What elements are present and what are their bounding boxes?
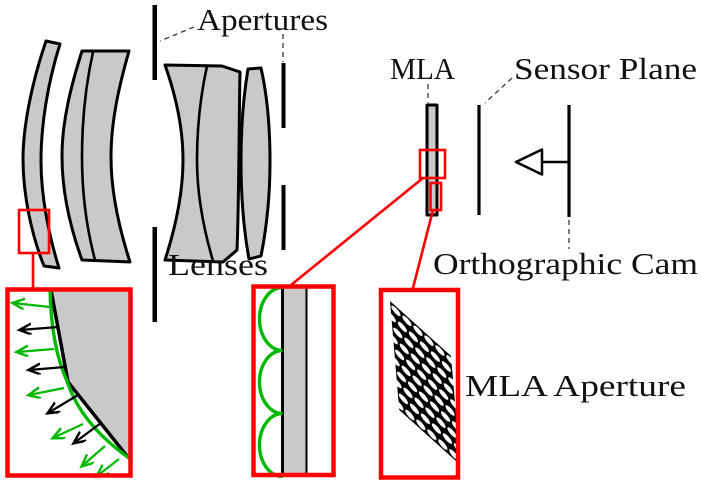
smooth-normal-arrow	[17, 349, 55, 352]
aperture-left-top-blade	[152, 5, 157, 80]
polygon-normal-arrow	[48, 394, 79, 413]
polygon-normal-arrows	[20, 327, 102, 443]
polygon-normal-arrow	[74, 422, 102, 443]
smooth-normal-arrow	[29, 388, 65, 395]
polygon-normal-arrow	[20, 327, 59, 330]
zoom-connector-mla-profile	[290, 176, 424, 287]
lens-element-1	[21, 39, 62, 270]
sensor-plane-label: Sensor Plane	[514, 51, 697, 86]
lens-doublet-2-interface	[195, 65, 215, 262]
microlens-arcs	[257, 285, 283, 479]
polygon-normal-arrow	[29, 367, 66, 370]
lens-doublet-1	[60, 49, 132, 264]
lenses-label: Lenses	[168, 247, 268, 282]
mla-label: MLA	[390, 51, 456, 86]
inset-lens-surface-frame	[5, 287, 133, 478]
orthographic-cam-symbol	[514, 105, 571, 217]
smooth-normal-arrow	[97, 458, 120, 476]
inset-mla-profile-frame	[251, 284, 336, 478]
aperture-right-top-blade	[281, 63, 286, 128]
sensor-plane-callout-dash	[484, 77, 513, 104]
smooth-surface-curve	[48, 287, 130, 460]
lens-doublet-2	[163, 63, 242, 264]
apertures-group	[152, 5, 286, 322]
inset-lens-surface-normals	[5, 287, 133, 478]
mla-aperture-label: MLA Aperture	[465, 368, 686, 403]
smooth-normal-arrow	[13, 303, 51, 307]
smooth-normal-arrow	[53, 423, 84, 438]
smooth-normal-arrow	[82, 445, 106, 466]
inset-mla-aperture-frame	[378, 287, 461, 480]
lens-surface-gray-region	[51, 290, 129, 457]
smooth-normal-arrows	[13, 303, 120, 476]
zoom-box-mla-aperture	[429, 181, 443, 212]
inset-mla-profile	[251, 284, 336, 479]
ortho-cam-arrowhead-icon	[514, 148, 544, 176]
zoom-connector-mla-aperture	[411, 209, 435, 289]
hex-mesh	[390, 301, 461, 465]
aperture-right-bottom-blade	[281, 185, 286, 250]
apertures-callout-dash-left	[159, 26, 195, 42]
lens-doublet-1-interface	[80, 51, 97, 261]
mla-substrate	[283, 286, 306, 475]
apertures-label: Apertures	[197, 2, 328, 37]
aperture-left-bottom-blade	[152, 227, 157, 322]
zoom-box-mla-profile	[418, 148, 447, 180]
mla-strip	[425, 103, 439, 217]
lens-element-6	[239, 66, 272, 261]
main-lens-group	[21, 39, 272, 270]
inset-mla-aperture	[378, 287, 461, 480]
orthographic-cam-label: Orthographic Cam	[433, 246, 698, 281]
